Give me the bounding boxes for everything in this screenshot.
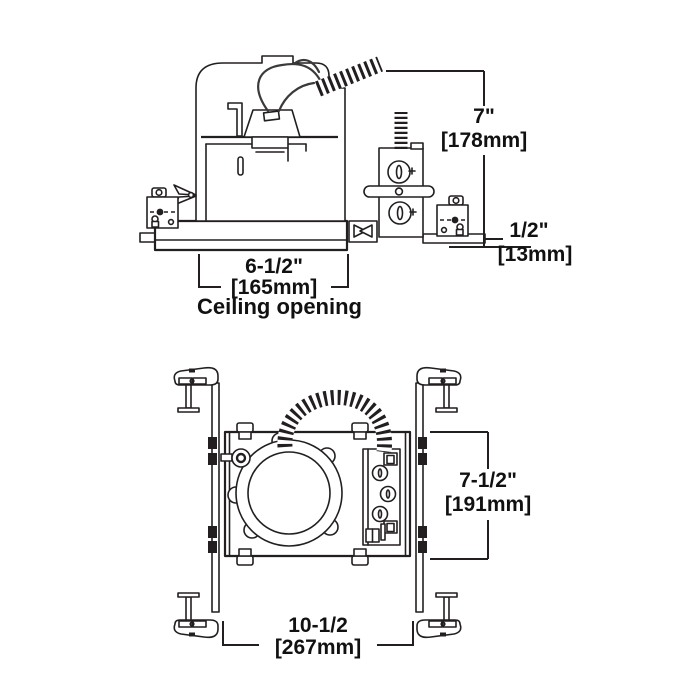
socket-assembly [243,109,301,162]
depth-metric-label: [191mm] [445,493,531,516]
height-imperial-label: 7" [473,105,495,128]
hanger-bracket-right [436,195,469,237]
plan-view: 7-1/2" [191mm] 10-1/2 [267mm] [173,366,531,659]
dimension-ceiling-thickness: 1/2" [13mm] [449,219,572,266]
frame-clip [220,448,251,468]
rail-clips [208,437,427,553]
opening-metric-label: [165mm] [231,276,317,299]
flex-conduit [315,56,383,97]
supply-wires [257,58,322,113]
butterfly-clip [173,184,197,206]
dimension-ceiling-opening: 6-1/2" [165mm] Ceiling opening [197,254,362,319]
side-view: 7" [178mm] 1/2" [13mm] 6-1/2" [165mm] Ce… [139,55,572,319]
hanger-rail-left [211,382,220,613]
flex-conduit-plan [277,389,392,453]
width-metric-label: [267mm] [275,636,361,659]
junction-box-plan [362,448,401,546]
vent-slot [237,156,244,176]
junction-box [363,112,435,238]
opening-imperial-label: 6-1/2" [245,255,303,278]
ceiling-metric-label: [13mm] [498,243,573,266]
depth-imperial-label: 7-1/2" [459,469,517,492]
trim-flange [153,219,349,252]
aperture-ring [227,432,343,547]
dimension-width: 10-1/2 [267mm] [222,614,414,659]
dimension-height: 7" [178mm] [386,70,527,247]
ceiling-imperial-label: 1/2" [509,219,548,242]
wire-clamp-block [348,220,378,243]
hanger-rail-right [415,382,424,613]
height-metric-label: [178mm] [441,129,527,152]
hanger-bracket-left [146,187,179,229]
dimension-depth: 7-1/2" [191mm] [430,431,531,560]
ceiling-opening-caption: Ceiling opening [197,294,362,319]
width-imperial-label: 10-1/2 [288,614,348,637]
